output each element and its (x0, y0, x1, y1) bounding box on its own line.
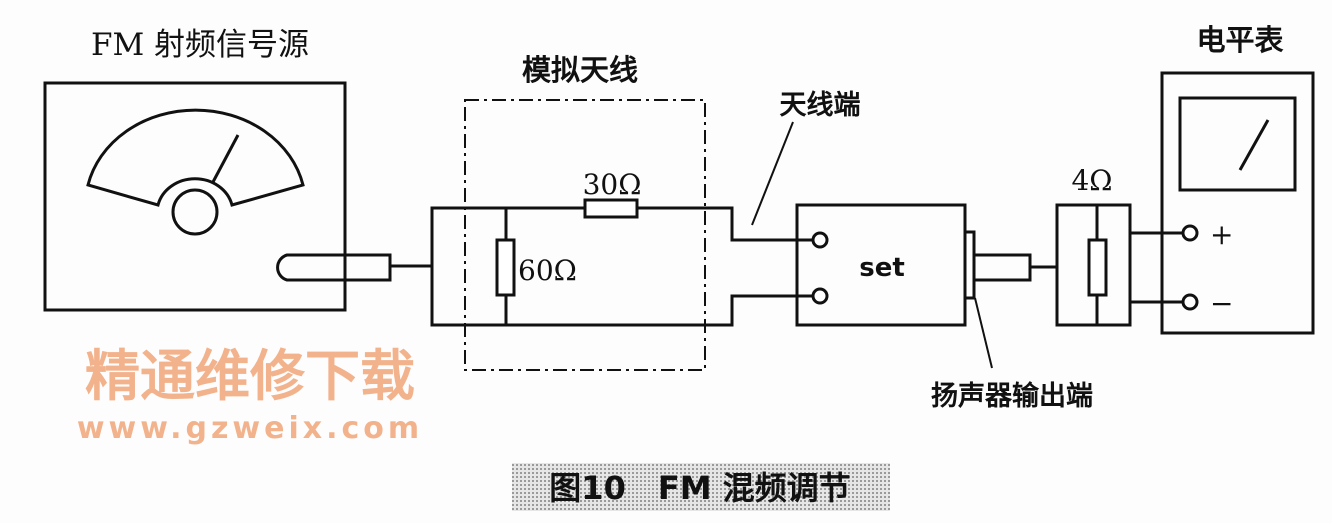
level-meter (1160, 71, 1315, 335)
r60-label: 60Ω (518, 254, 577, 287)
r4-label: 4Ω (1071, 164, 1112, 197)
level-meter-label: 电平表 (1196, 23, 1283, 57)
r30-label: 30Ω (583, 168, 642, 201)
caption-background (512, 463, 890, 511)
receiver-set (795, 203, 1057, 369)
signal-source-label: FM 射频信号源 (91, 27, 309, 63)
load-resistor (1055, 203, 1199, 327)
dummy-antenna-label: 模拟天线 (522, 53, 638, 87)
watermark-text: 精通维修下载 (85, 344, 415, 408)
set-label: set (859, 253, 905, 283)
dummy-antenna (430, 99, 829, 371)
minus-terminal-label: − (1210, 287, 1233, 320)
signal-generator (43, 81, 432, 312)
speaker-output-label: 扬声器输出端 (931, 380, 1093, 412)
watermark-url: www.gzweix.com (77, 411, 423, 446)
plus-terminal-label: + (1210, 218, 1233, 251)
antenna-terminal-label: 天线端 (780, 90, 861, 121)
figure-caption: 图10 FM 混频调节 (549, 469, 850, 507)
